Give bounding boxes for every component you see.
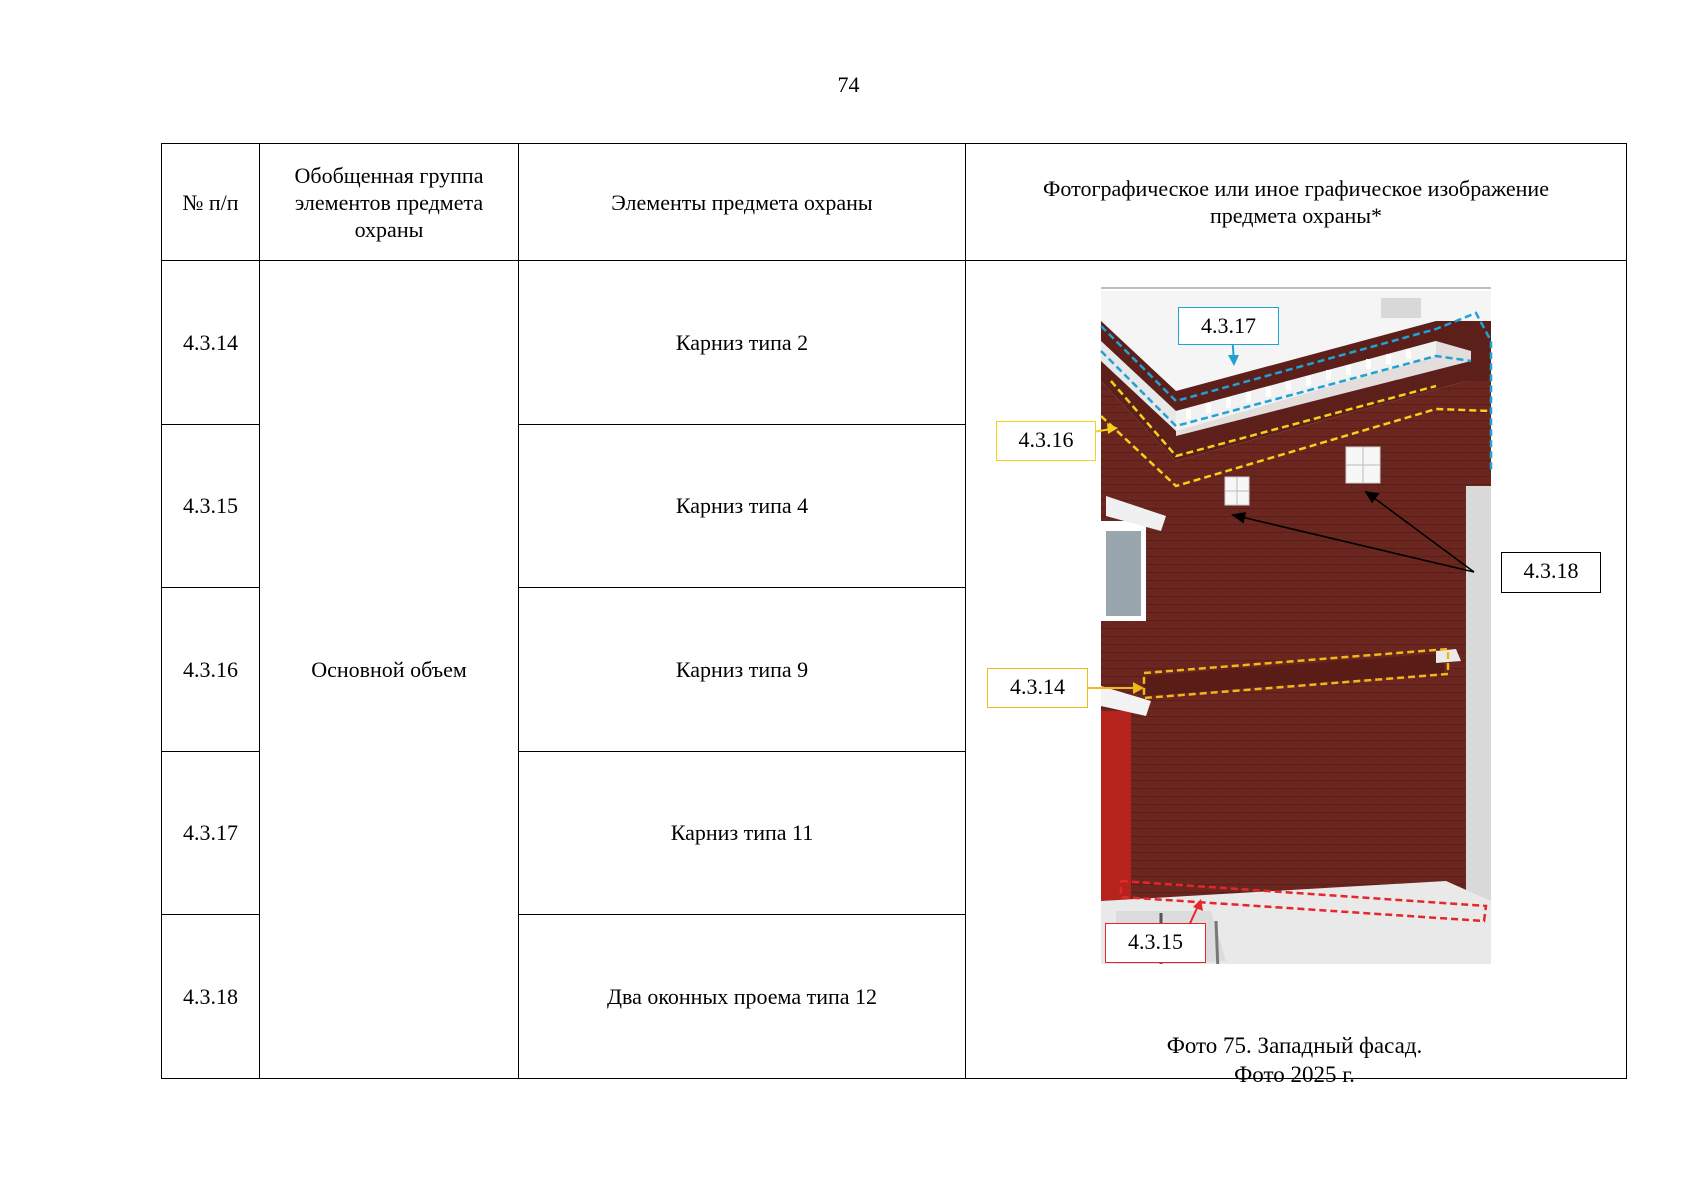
table-row: 4.3.16 Карниз типа 9	[161, 587, 1627, 752]
page-number: 74	[837, 72, 860, 97]
header-elements: Элементы предмета охраны	[518, 142, 966, 262]
table-row: 4.3.15 Карниз типа 4	[161, 423, 1627, 589]
row-number: 4.3.17	[161, 750, 260, 916]
photo-caption: Фото 75. Западный фасад. Фото 2025 г.	[966, 1031, 1623, 1089]
caption-line-2: Фото 2025 г.	[1234, 1062, 1355, 1088]
callout-4-3-17: 4.3.17	[1178, 307, 1279, 346]
row-number: 4.3.16	[161, 587, 260, 752]
photo-cell: 4.3.17 4.3.16 4.3.18 4.3.14 4.3.15 Фото …	[965, 260, 1627, 1087]
table-row: 4.3.14 Основной объем Карниз типа 2	[161, 260, 1627, 1087]
row-element: Карниз типа 2	[518, 260, 966, 425]
header-number: № п/п	[161, 142, 260, 262]
protection-elements-table: № п/п Обобщенная группа элементов предме…	[161, 142, 1627, 1087]
row-element: Карниз типа 9	[518, 587, 966, 752]
table-row: 4.3.18 Два оконных проема типа 12	[161, 914, 1627, 1079]
callout-4-3-15: 4.3.15	[1105, 923, 1206, 964]
table-row: 4.3.17 Карниз типа 11	[161, 750, 1627, 916]
callout-4-3-16: 4.3.16	[996, 421, 1096, 462]
photo-container: 4.3.17 4.3.16 4.3.18 4.3.14 4.3.15 Фото …	[966, 261, 1623, 1087]
callout-4-3-14: 4.3.14	[987, 668, 1088, 709]
group-cell: Основной объем	[259, 260, 519, 1079]
row-number: 4.3.14	[161, 260, 260, 425]
row-number: 4.3.15	[161, 423, 260, 589]
facade-photo	[1078, 287, 1493, 972]
callout-4-3-18: 4.3.18	[1501, 552, 1601, 594]
header-group: Обобщенная группа элементов предмета охр…	[259, 142, 519, 262]
row-element: Карниз типа 11	[518, 750, 966, 916]
row-element: Два оконных проема типа 12	[518, 914, 966, 1079]
caption-line-1: Фото 75. Западный фасад.	[1166, 1033, 1423, 1059]
row-element: Карниз типа 4	[518, 423, 966, 589]
header-image: Фотографическое или иное графическое изо…	[965, 142, 1627, 262]
table-header-row: № п/п Обобщенная группа элементов предме…	[161, 142, 1627, 262]
row-number: 4.3.18	[161, 914, 260, 1079]
